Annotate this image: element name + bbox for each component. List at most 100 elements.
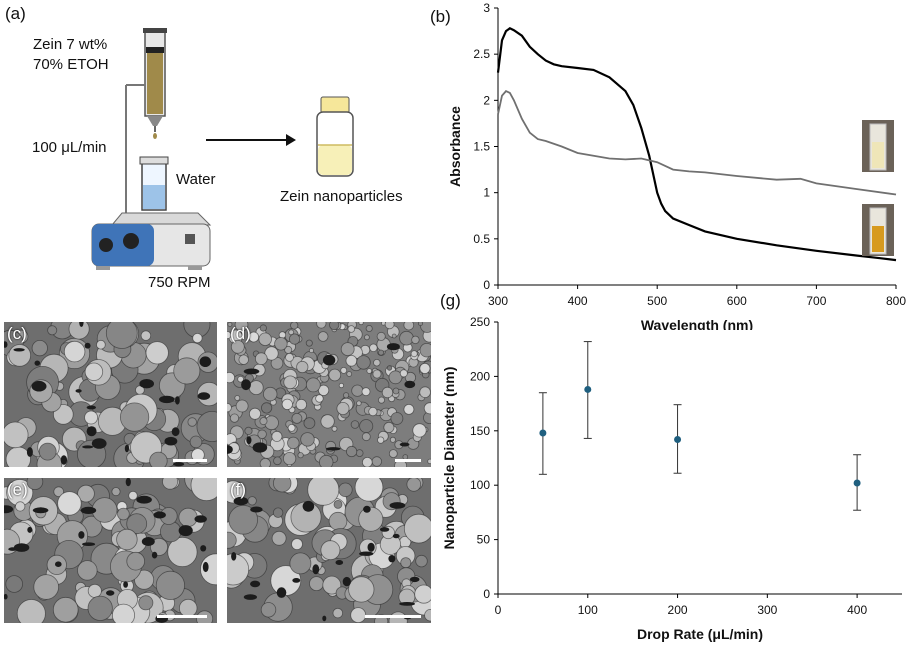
pore [389, 502, 406, 509]
particle [259, 417, 268, 426]
particle [263, 386, 278, 402]
particle [350, 607, 367, 623]
pore [404, 380, 416, 389]
pore [171, 427, 180, 437]
x-tick-label: 600 [727, 294, 747, 308]
pore [227, 445, 233, 454]
sem-image-c: (c) [4, 322, 217, 467]
sem-image-f: (f) [227, 478, 431, 623]
particle [4, 421, 29, 449]
particle [31, 340, 48, 357]
particle [16, 599, 46, 623]
particle [307, 478, 340, 506]
particle [235, 399, 249, 413]
particle [84, 362, 104, 382]
pore [141, 537, 155, 546]
pore [199, 356, 212, 367]
pore [231, 552, 237, 561]
particle [354, 478, 384, 502]
particle [403, 322, 415, 331]
particle [412, 423, 427, 438]
pore [80, 506, 97, 514]
particle [336, 402, 350, 416]
particle [419, 362, 431, 374]
particle [271, 430, 283, 442]
particle [116, 528, 138, 551]
particle [340, 367, 348, 374]
data-point [853, 479, 861, 487]
particle [377, 396, 385, 404]
particle [167, 536, 198, 568]
particle [297, 452, 304, 459]
particle [155, 570, 185, 601]
particle [305, 377, 321, 393]
pore [139, 379, 154, 389]
particle [53, 486, 64, 497]
arrow-icon [206, 134, 296, 146]
pore [82, 445, 94, 449]
particle [329, 322, 340, 331]
particle [238, 354, 249, 365]
particle [320, 540, 341, 561]
panel-label: (g) [440, 291, 461, 310]
pore [27, 526, 33, 533]
particle [287, 436, 300, 450]
particle [120, 402, 150, 432]
particle [84, 410, 98, 425]
particle [322, 575, 342, 595]
particle [373, 359, 381, 367]
particle [272, 507, 284, 518]
particle [140, 330, 152, 341]
particle [343, 392, 350, 399]
particle [411, 335, 420, 345]
particle [303, 417, 316, 429]
particle [346, 371, 353, 377]
sem-label-e: (e) [7, 480, 28, 499]
pore [86, 426, 97, 437]
x-tick-label: 100 [578, 603, 598, 617]
y-tick-label: 150 [470, 424, 490, 438]
pore [55, 561, 62, 567]
particle [362, 457, 373, 467]
x-axis-label: Wavelength (nm) [641, 317, 753, 330]
pore [326, 447, 341, 451]
pore [392, 533, 400, 539]
pore [276, 587, 287, 598]
particle [372, 369, 382, 379]
speed-label: 750 RPM [148, 274, 211, 291]
particle [112, 603, 135, 623]
scale-bar [157, 615, 207, 618]
particle [273, 456, 282, 466]
series-line [497, 89, 897, 196]
pore [241, 379, 251, 391]
particle [173, 357, 201, 385]
stirrer-icon [91, 212, 212, 270]
particle [128, 490, 138, 501]
pore [243, 594, 257, 600]
pore [75, 389, 82, 393]
pore [106, 590, 115, 596]
particle [295, 398, 308, 411]
water-label: Water [176, 171, 216, 188]
particle [289, 552, 312, 575]
x-tick-label: 300 [488, 294, 508, 308]
y-tick-label: 100 [470, 478, 490, 492]
particle [96, 339, 106, 350]
panel-label: (b) [430, 7, 451, 26]
cuvette-liquid [872, 142, 884, 168]
particle [377, 349, 384, 356]
y-tick-label: 0.5 [473, 232, 490, 246]
pore [335, 560, 344, 565]
pore [194, 515, 207, 523]
pore [409, 576, 420, 583]
particle [388, 370, 403, 385]
pore [136, 495, 152, 504]
particle [359, 419, 374, 434]
x-tick-label: 400 [847, 603, 867, 617]
pore [84, 342, 91, 349]
pore [379, 527, 390, 532]
pore [60, 455, 68, 465]
particle [332, 607, 344, 619]
particle [196, 411, 217, 442]
